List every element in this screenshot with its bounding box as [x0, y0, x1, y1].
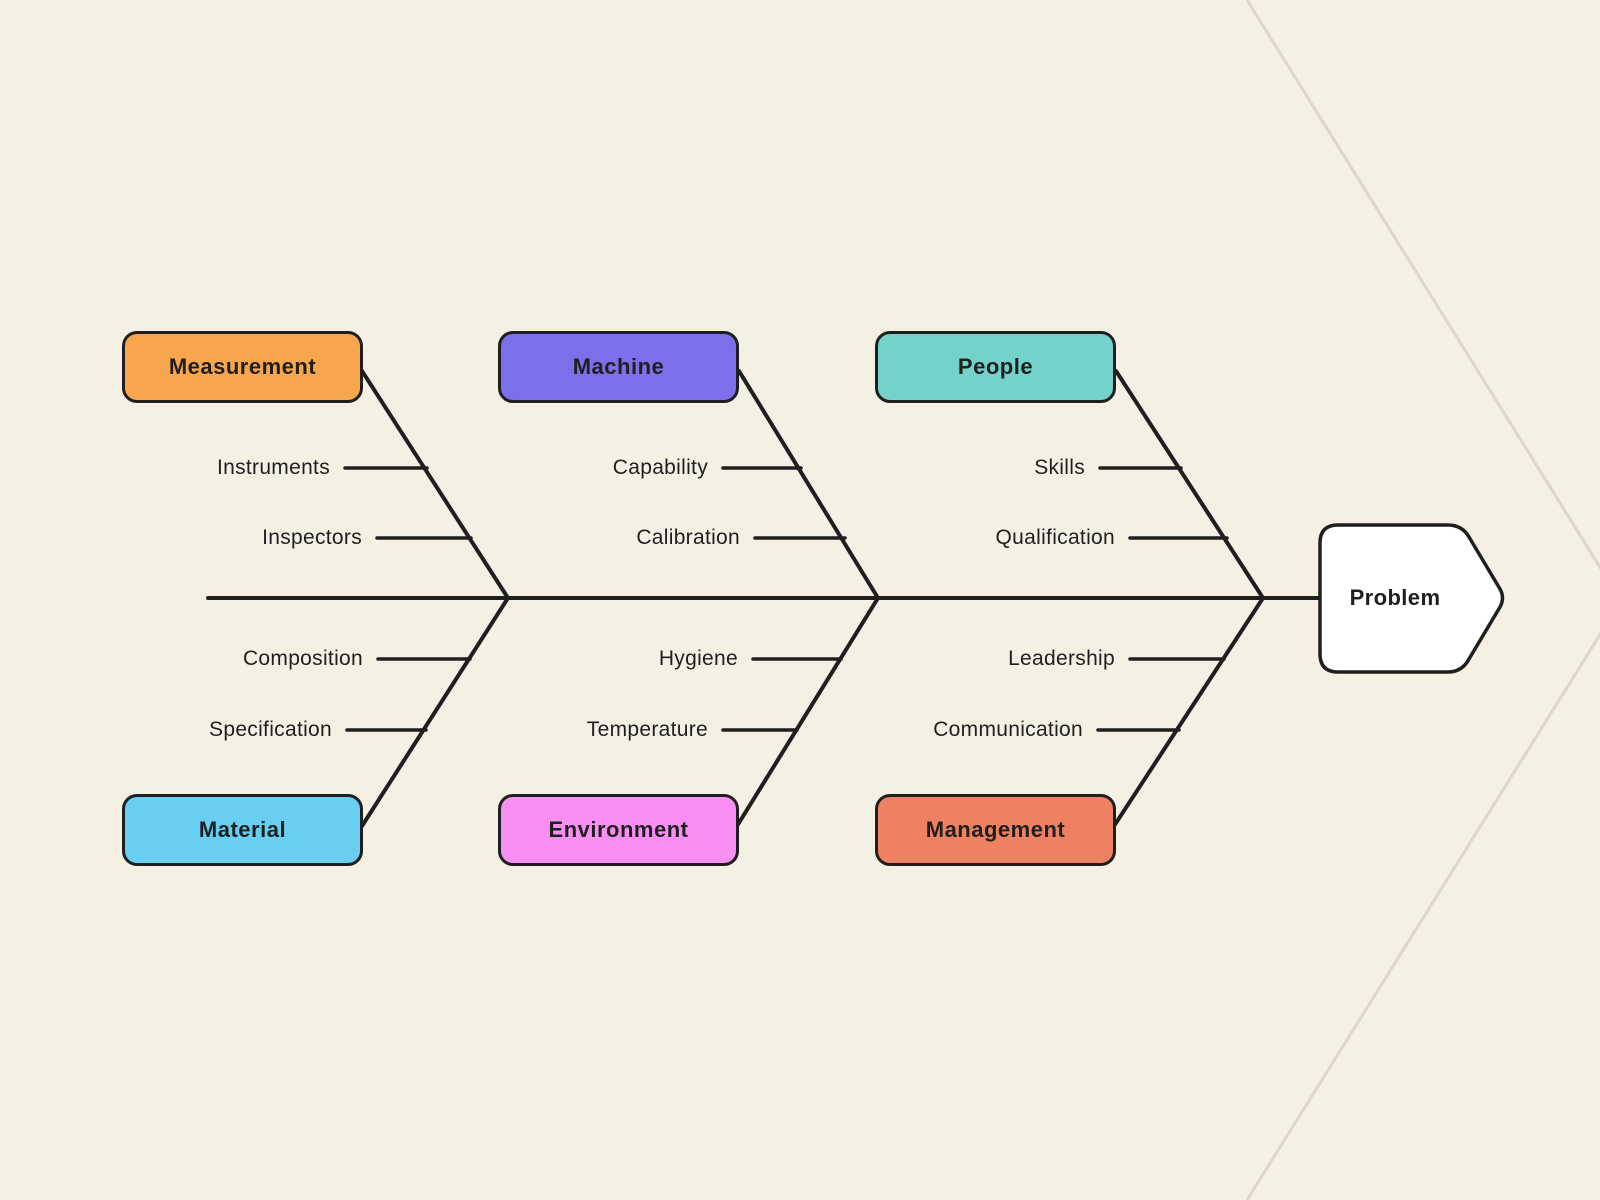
category-box-measurement: Measurement — [122, 331, 363, 403]
problem-shape — [1318, 523, 1505, 674]
category-box-environment: Environment — [498, 794, 739, 866]
category-label-management: Management — [925, 817, 1066, 842]
cause-label-hygiene: Hygiene — [658, 647, 738, 670]
category-label-people: People — [957, 354, 1034, 379]
branch-line-measurement — [360, 369, 510, 600]
cause-label-temperature: Temperature — [586, 718, 708, 741]
branch-line-material — [360, 596, 510, 828]
cause-label-capability: Capability — [612, 456, 708, 479]
category-box-management: Management — [875, 794, 1116, 866]
branch-line-environment — [735, 596, 880, 828]
cause-label-composition: Composition — [242, 647, 363, 670]
cause-label-specification: Specification — [209, 718, 332, 741]
branch-line-people — [1114, 369, 1265, 600]
cause-label-communication: Communication — [933, 718, 1083, 741]
cause-label-qualification: Qualification — [995, 526, 1115, 549]
cause-label-skills: Skills — [1034, 456, 1085, 479]
category-label-measurement: Measurement — [168, 354, 317, 379]
category-box-material: Material — [122, 794, 363, 866]
branch-line-machine — [737, 369, 880, 600]
category-box-machine: Machine — [498, 331, 739, 403]
cause-label-instruments: Instruments — [216, 456, 330, 479]
category-label-material: Material — [198, 817, 287, 842]
cause-label-inspectors: Inspectors — [262, 526, 362, 549]
problem-label: Problem — [1349, 585, 1441, 610]
cause-label-leadership: Leadership — [1008, 647, 1115, 670]
category-label-environment: Environment — [548, 817, 689, 842]
background-chevron-decoration — [1245, 0, 1600, 1200]
category-label-machine: Machine — [572, 354, 665, 379]
category-box-people: People — [875, 331, 1116, 403]
branch-line-management — [1112, 596, 1265, 828]
cause-label-calibration: Calibration — [636, 526, 740, 549]
